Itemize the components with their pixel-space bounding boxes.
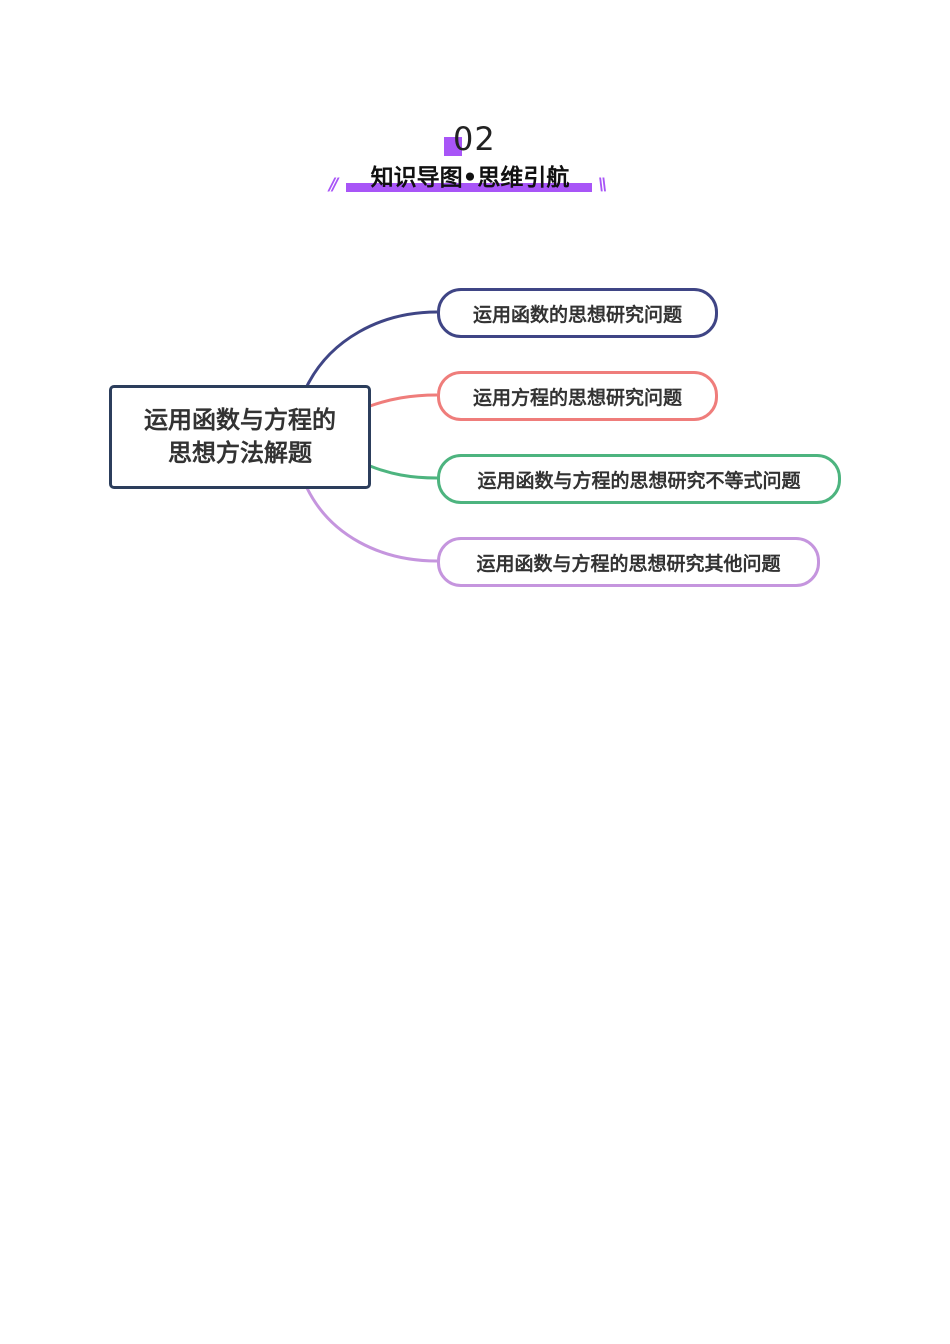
branch-node-inequality-problems[interactable]: 运用函数与方程的思想研究不等式问题 [437,454,841,504]
branch-label: 运用函数与方程的思想研究不等式问题 [477,469,801,492]
title-underline-bar [346,183,592,192]
root-node-line-2: 思想方法解题 [168,439,312,467]
section-title: 知识导图•思维引航 [370,165,570,191]
connector-branch-1 [305,310,438,387]
branch-label: 运用函数的思想研究问题 [472,303,682,326]
branch-label: 运用函数与方程的思想研究其他问题 [476,552,781,575]
root-node[interactable]: 运用函数与方程的 思想方法解题 [109,385,371,489]
branch-node-function-thinking[interactable]: 运用函数的思想研究问题 [437,288,718,338]
branch-node-equation-thinking[interactable]: 运用方程的思想研究问题 [437,371,718,421]
connector-branch-4 [305,487,438,563]
slash-decoration-left: // [329,175,339,195]
connector-branch-2 [369,393,438,408]
number-accent-block [444,137,462,156]
section-number: 02 [453,120,496,158]
branch-label: 运用方程的思想研究问题 [472,386,682,409]
section-header: 02 // 知识导图•思维引航 \\ [0,0,950,210]
slash-decoration-right: \\ [598,175,608,195]
connector-branch-3 [369,464,438,480]
branch-node-other-problems[interactable]: 运用函数与方程的思想研究其他问题 [437,537,820,587]
root-node-line-1: 运用函数与方程的 [144,406,336,434]
